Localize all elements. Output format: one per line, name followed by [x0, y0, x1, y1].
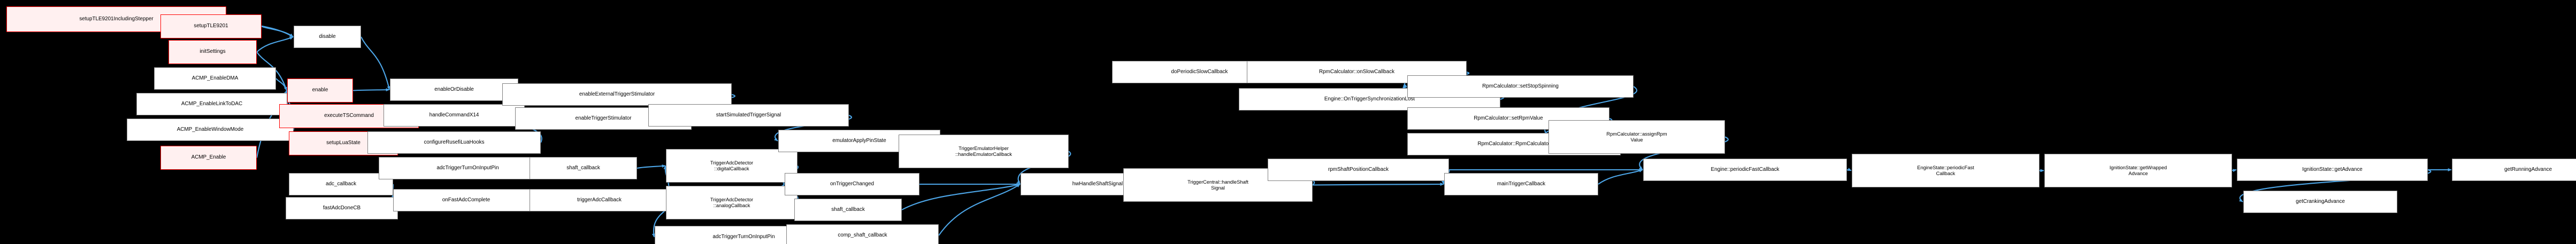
graph-node[interactable]: fastAdcDoneCB	[286, 197, 398, 219]
graph-edge	[2232, 169, 2237, 172]
graph-node[interactable]: IgnitionState::getAdvance	[2237, 159, 2428, 181]
graph-node[interactable]: configureRusefiLuaHooks	[367, 131, 541, 154]
graph-edge	[361, 36, 390, 90]
graph-node[interactable]: EngineState::periodicFast Callback	[1852, 154, 2040, 187]
graph-node[interactable]: adcTriggerTurnOnInputPin	[379, 157, 557, 179]
graph-node[interactable]: TriggerAdcDetector ::analogCallback	[666, 186, 798, 219]
graph-node[interactable]: onTriggerChanged	[785, 173, 919, 195]
graph-node[interactable]: rpmShaftPositionCallback	[1268, 159, 1449, 181]
graph-node[interactable]: ACMP_Enable	[160, 146, 257, 170]
graph-node[interactable]: shaft_callback	[530, 157, 637, 179]
graph-node[interactable]: ACMP_EnableWindowMode	[127, 119, 294, 141]
graph-node[interactable]: enableExternalTriggerStimulator	[502, 83, 732, 106]
graph-node[interactable]: disable	[294, 26, 361, 48]
graph-node[interactable]: IgnitionState::getWrapped Advance	[2044, 154, 2232, 187]
graph-node[interactable]: initSettings	[168, 40, 257, 64]
graph-edge	[352, 88, 390, 92]
graph-node[interactable]: onFastAdcComplete	[393, 189, 539, 211]
graph-node[interactable]: TriggerEmulatorHelper ::handleEmulatorCa…	[899, 135, 1069, 168]
graph-edge	[1598, 169, 1643, 185]
graph-node[interactable]: getRunningAdvance	[2452, 159, 2576, 181]
graph-node[interactable]: TriggerAdcDetector ::digitalCallback	[666, 149, 798, 183]
graph-edge	[637, 164, 666, 169]
graph-edge	[1846, 168, 1852, 171]
graph-node[interactable]: comp_shaft_callback	[786, 224, 939, 244]
graph-node[interactable]: mainTriggerCallback	[1444, 173, 1598, 195]
graph-node[interactable]: getCrankingAdvance	[2243, 191, 2397, 213]
graph-node[interactable]: handleCommandX14	[384, 104, 525, 127]
graph-node[interactable]: adc_callback	[289, 173, 393, 195]
graph-node[interactable]: RpmCalculator::setStopSpinning	[1407, 75, 1634, 98]
graph-node[interactable]: enableOrDisable	[390, 78, 518, 101]
graph-edge	[275, 78, 287, 91]
graph-edge	[938, 184, 1021, 236]
graph-node[interactable]: triggerAdcCallback	[530, 189, 669, 211]
graph-node[interactable]: startSimulatedTriggerSignal	[648, 104, 849, 127]
graph-node[interactable]: ACMP_EnableLinkToDAC	[136, 93, 287, 115]
graph-node[interactable]: setupTLE9201	[160, 14, 262, 38]
graph-node[interactable]: shaft_callback	[794, 199, 902, 221]
graph-node[interactable]: RpmCalculator::onSlowCallback	[1247, 61, 1467, 83]
graph-edge	[256, 36, 294, 53]
graph-node[interactable]: Engine::periodicFastCallback	[1643, 159, 1847, 181]
graph-node[interactable]: ACMP_EnableDMA	[154, 67, 276, 90]
graph-edge	[261, 26, 294, 37]
graph-edge	[901, 183, 1021, 210]
graph-node[interactable]: RpmCalculator::assignRpm Value	[1548, 120, 1725, 154]
graph-edge	[1312, 183, 1444, 186]
graph-node[interactable]: enable	[287, 78, 353, 103]
